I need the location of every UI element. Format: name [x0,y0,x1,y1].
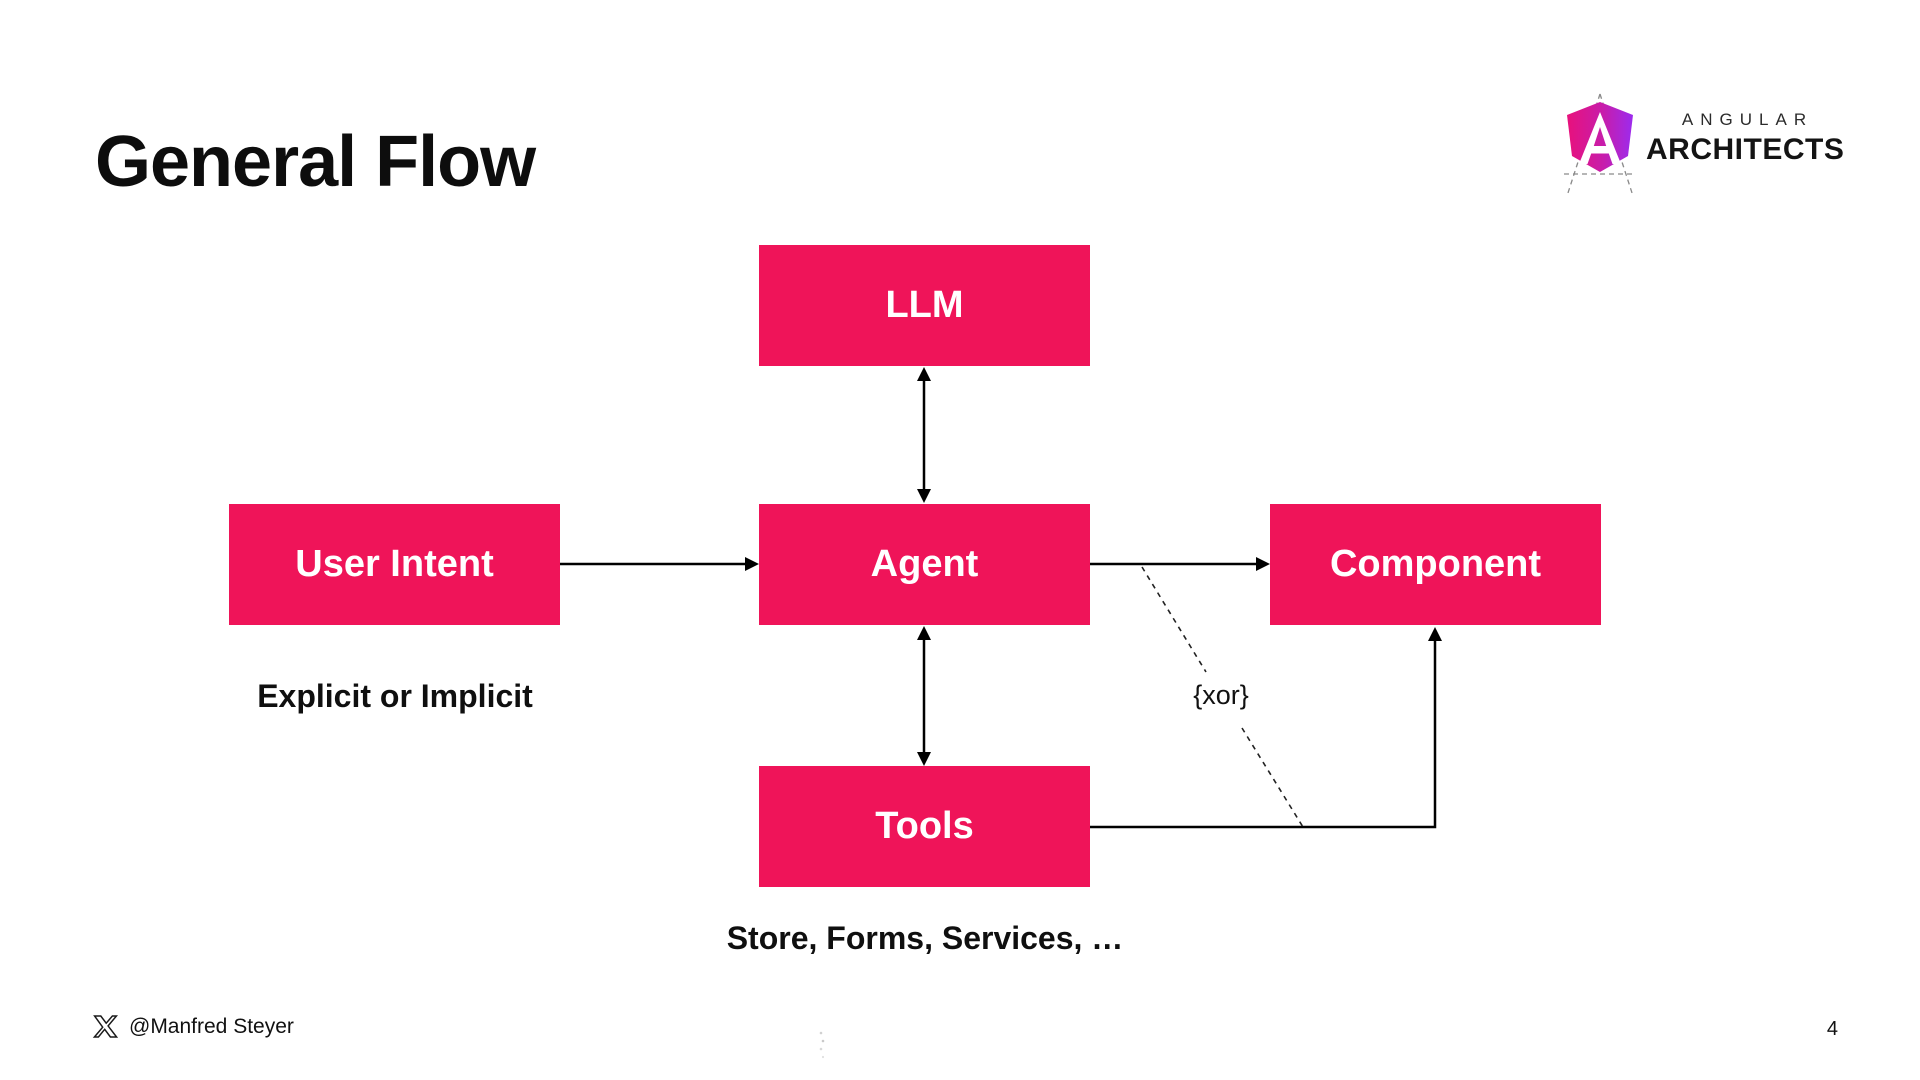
node-component: Component [1270,504,1601,625]
user-intent-annotation: Explicit or Implicit [257,678,533,714]
author-handle: @Manfred Steyer [129,1014,294,1038]
node-user-intent: User Intent [229,504,560,625]
node-tools: Tools [759,766,1090,887]
xor-constraint-label: {xor} [1160,680,1282,711]
arrow-tools-to-component [1090,627,1442,829]
logo-brand-top: ANGULAR [1681,110,1814,129]
node-agent: Agent [759,504,1090,625]
arrow-agent-tools-bidirectional [917,626,931,766]
tools-annotation: Store, Forms, Services, … [726,920,1124,956]
angular-logo-icon [1564,93,1636,197]
x-twitter-icon [92,1015,119,1038]
logo-wordmark: ANGULAR ARCHITECTS [1646,110,1845,167]
page-title: General Flow [95,122,536,202]
arrow-user-intent-to-agent [560,557,759,571]
arrow-agent-to-component [1090,557,1270,571]
angular-architects-logo: ANGULAR ARCHITECTS [1560,90,1845,205]
page-number: 4 [1826,1018,1838,1040]
logo-brand-name: ARCHITECTS [1646,133,1845,166]
arrow-llm-agent-bidirectional [917,367,931,503]
faint-watermark [819,1031,825,1059]
node-llm: LLM [759,245,1090,366]
footer-author: @Manfred Steyer [92,1014,294,1039]
